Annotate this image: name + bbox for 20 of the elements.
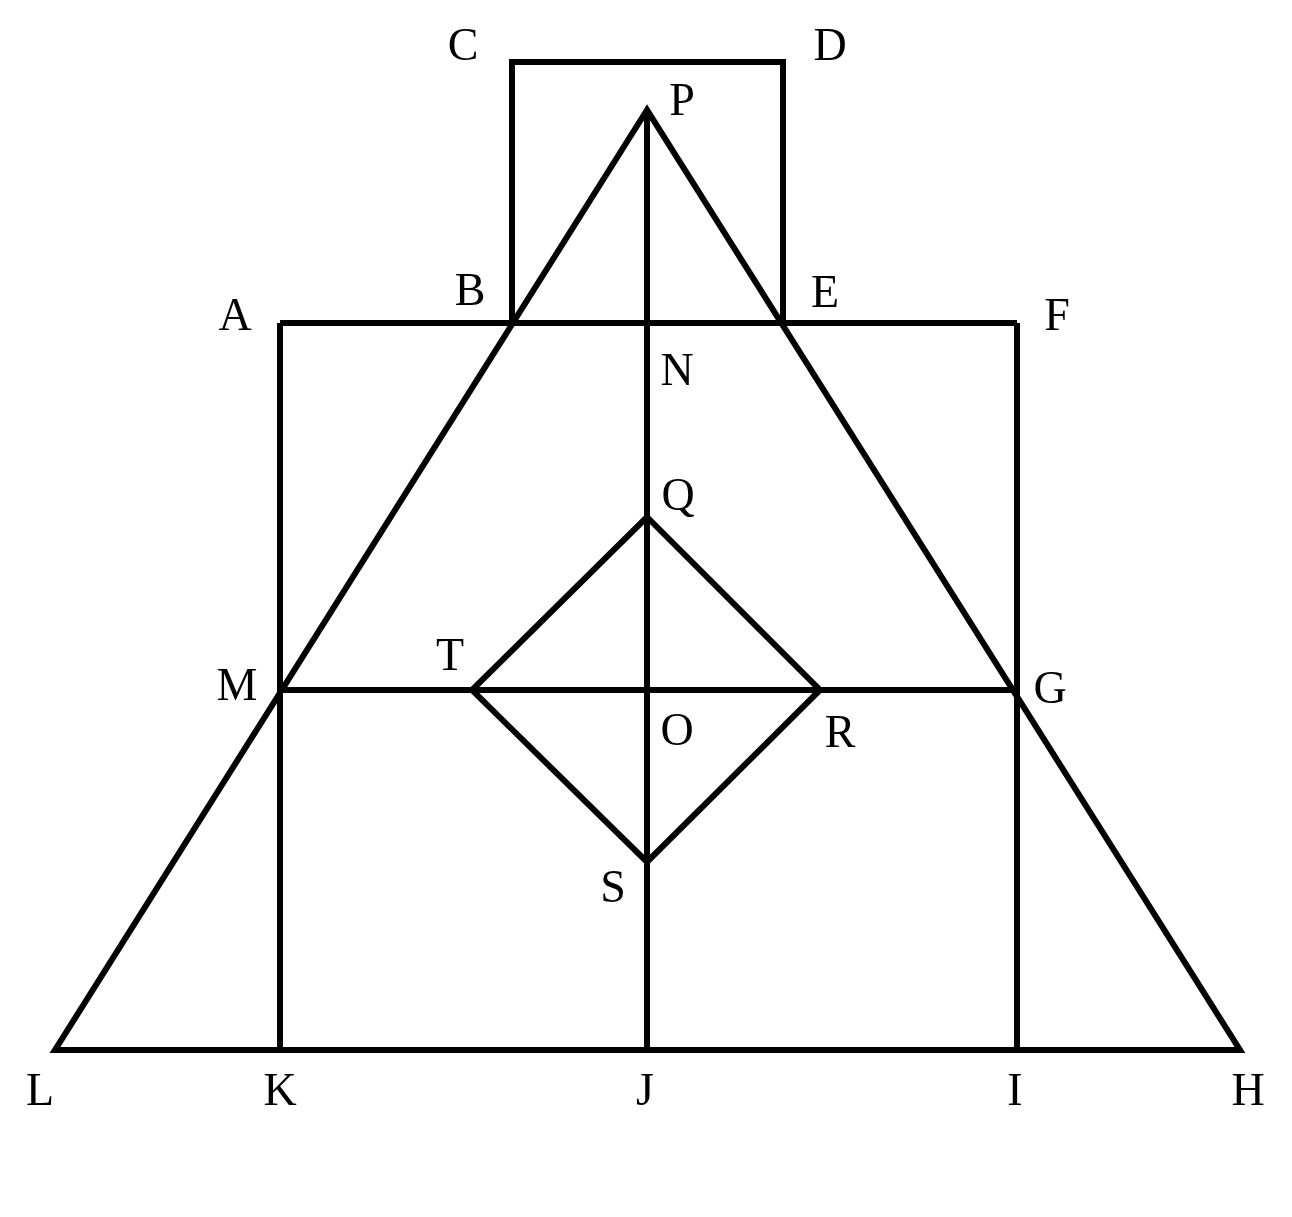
point-label: T <box>435 632 465 678</box>
point-label: P <box>669 77 695 123</box>
point-label: R <box>824 709 856 755</box>
point-label: S <box>600 864 626 910</box>
point-label: A <box>218 292 252 338</box>
point-label: I <box>1007 1067 1023 1113</box>
point-label: H <box>1231 1067 1265 1113</box>
point-label: C <box>447 22 479 68</box>
point-label: B <box>454 267 486 313</box>
point-label: Q <box>661 472 695 518</box>
point-label: K <box>263 1067 297 1113</box>
point-label: F <box>1044 292 1070 338</box>
point-label: N <box>660 347 694 393</box>
point-label: D <box>813 22 847 68</box>
point-label: E <box>810 269 840 315</box>
point-label: L <box>25 1067 55 1113</box>
point-label: O <box>660 707 694 753</box>
point-label: M <box>216 662 258 708</box>
point-label: J <box>636 1067 654 1113</box>
point-label: G <box>1033 665 1067 711</box>
